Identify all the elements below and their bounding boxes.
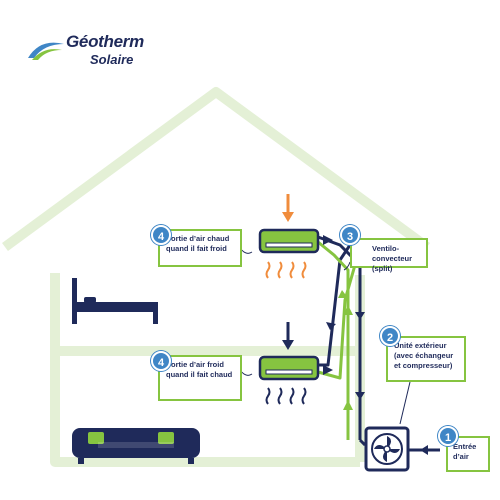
label-outdoor-unit-text: Unité extérieur (avec échangeur et compr… bbox=[394, 341, 454, 370]
label-fan-coil-text: Ventilo-convecteur (split) bbox=[372, 244, 413, 273]
air-conditioner-icon-lower bbox=[258, 355, 320, 381]
arrow-down-icon bbox=[282, 194, 294, 222]
fan-unit-icon bbox=[364, 426, 410, 472]
logo-mark-icon bbox=[28, 42, 64, 60]
label-cool-air-outlet-text: Sortie d’air froid quand il fait chaud bbox=[166, 360, 233, 379]
pipe-to-unit bbox=[358, 438, 367, 447]
label-cool-air-outlet: Sortie d’air froid quand il fait chaud bbox=[158, 355, 242, 401]
badge-step-4-bottom: 4 bbox=[151, 351, 171, 371]
cold-waves-icon bbox=[265, 387, 307, 405]
label-warm-air-outlet: Sortie d’air chaud quand il fait froid bbox=[158, 229, 242, 267]
sofa-icon bbox=[72, 428, 200, 464]
flow-arrows bbox=[323, 235, 428, 455]
badge-step-3: 3 bbox=[340, 225, 360, 245]
heat-waves-icon bbox=[265, 261, 307, 279]
air-conditioner-icon bbox=[258, 228, 320, 254]
logo-subtitle: Solaire bbox=[90, 52, 134, 67]
badge-step-2: 2 bbox=[380, 326, 400, 346]
badge-step-4-top: 4 bbox=[151, 225, 171, 245]
label-air-inlet: Entrée d’air bbox=[446, 436, 490, 472]
logo-title: Géotherm bbox=[66, 32, 144, 51]
label-air-inlet-text: Entrée d’air bbox=[453, 442, 477, 461]
arrow-down-icon-lower bbox=[282, 322, 294, 350]
house-outline bbox=[2, 87, 430, 467]
pipe-green bbox=[317, 240, 350, 440]
badge-step-1: 1 bbox=[438, 426, 458, 446]
label-outdoor-unit: Unité extérieur (avec échangeur et compr… bbox=[386, 336, 466, 382]
bed-icon bbox=[72, 278, 158, 324]
label-warm-air-outlet-text: Sortie d’air chaud quand il fait froid bbox=[166, 234, 230, 253]
logo: Géotherm Solaire bbox=[26, 32, 146, 72]
pipe-green-lower bbox=[317, 264, 357, 380]
label-fan-coil: Ventilo-convecteur (split) bbox=[350, 238, 428, 273]
